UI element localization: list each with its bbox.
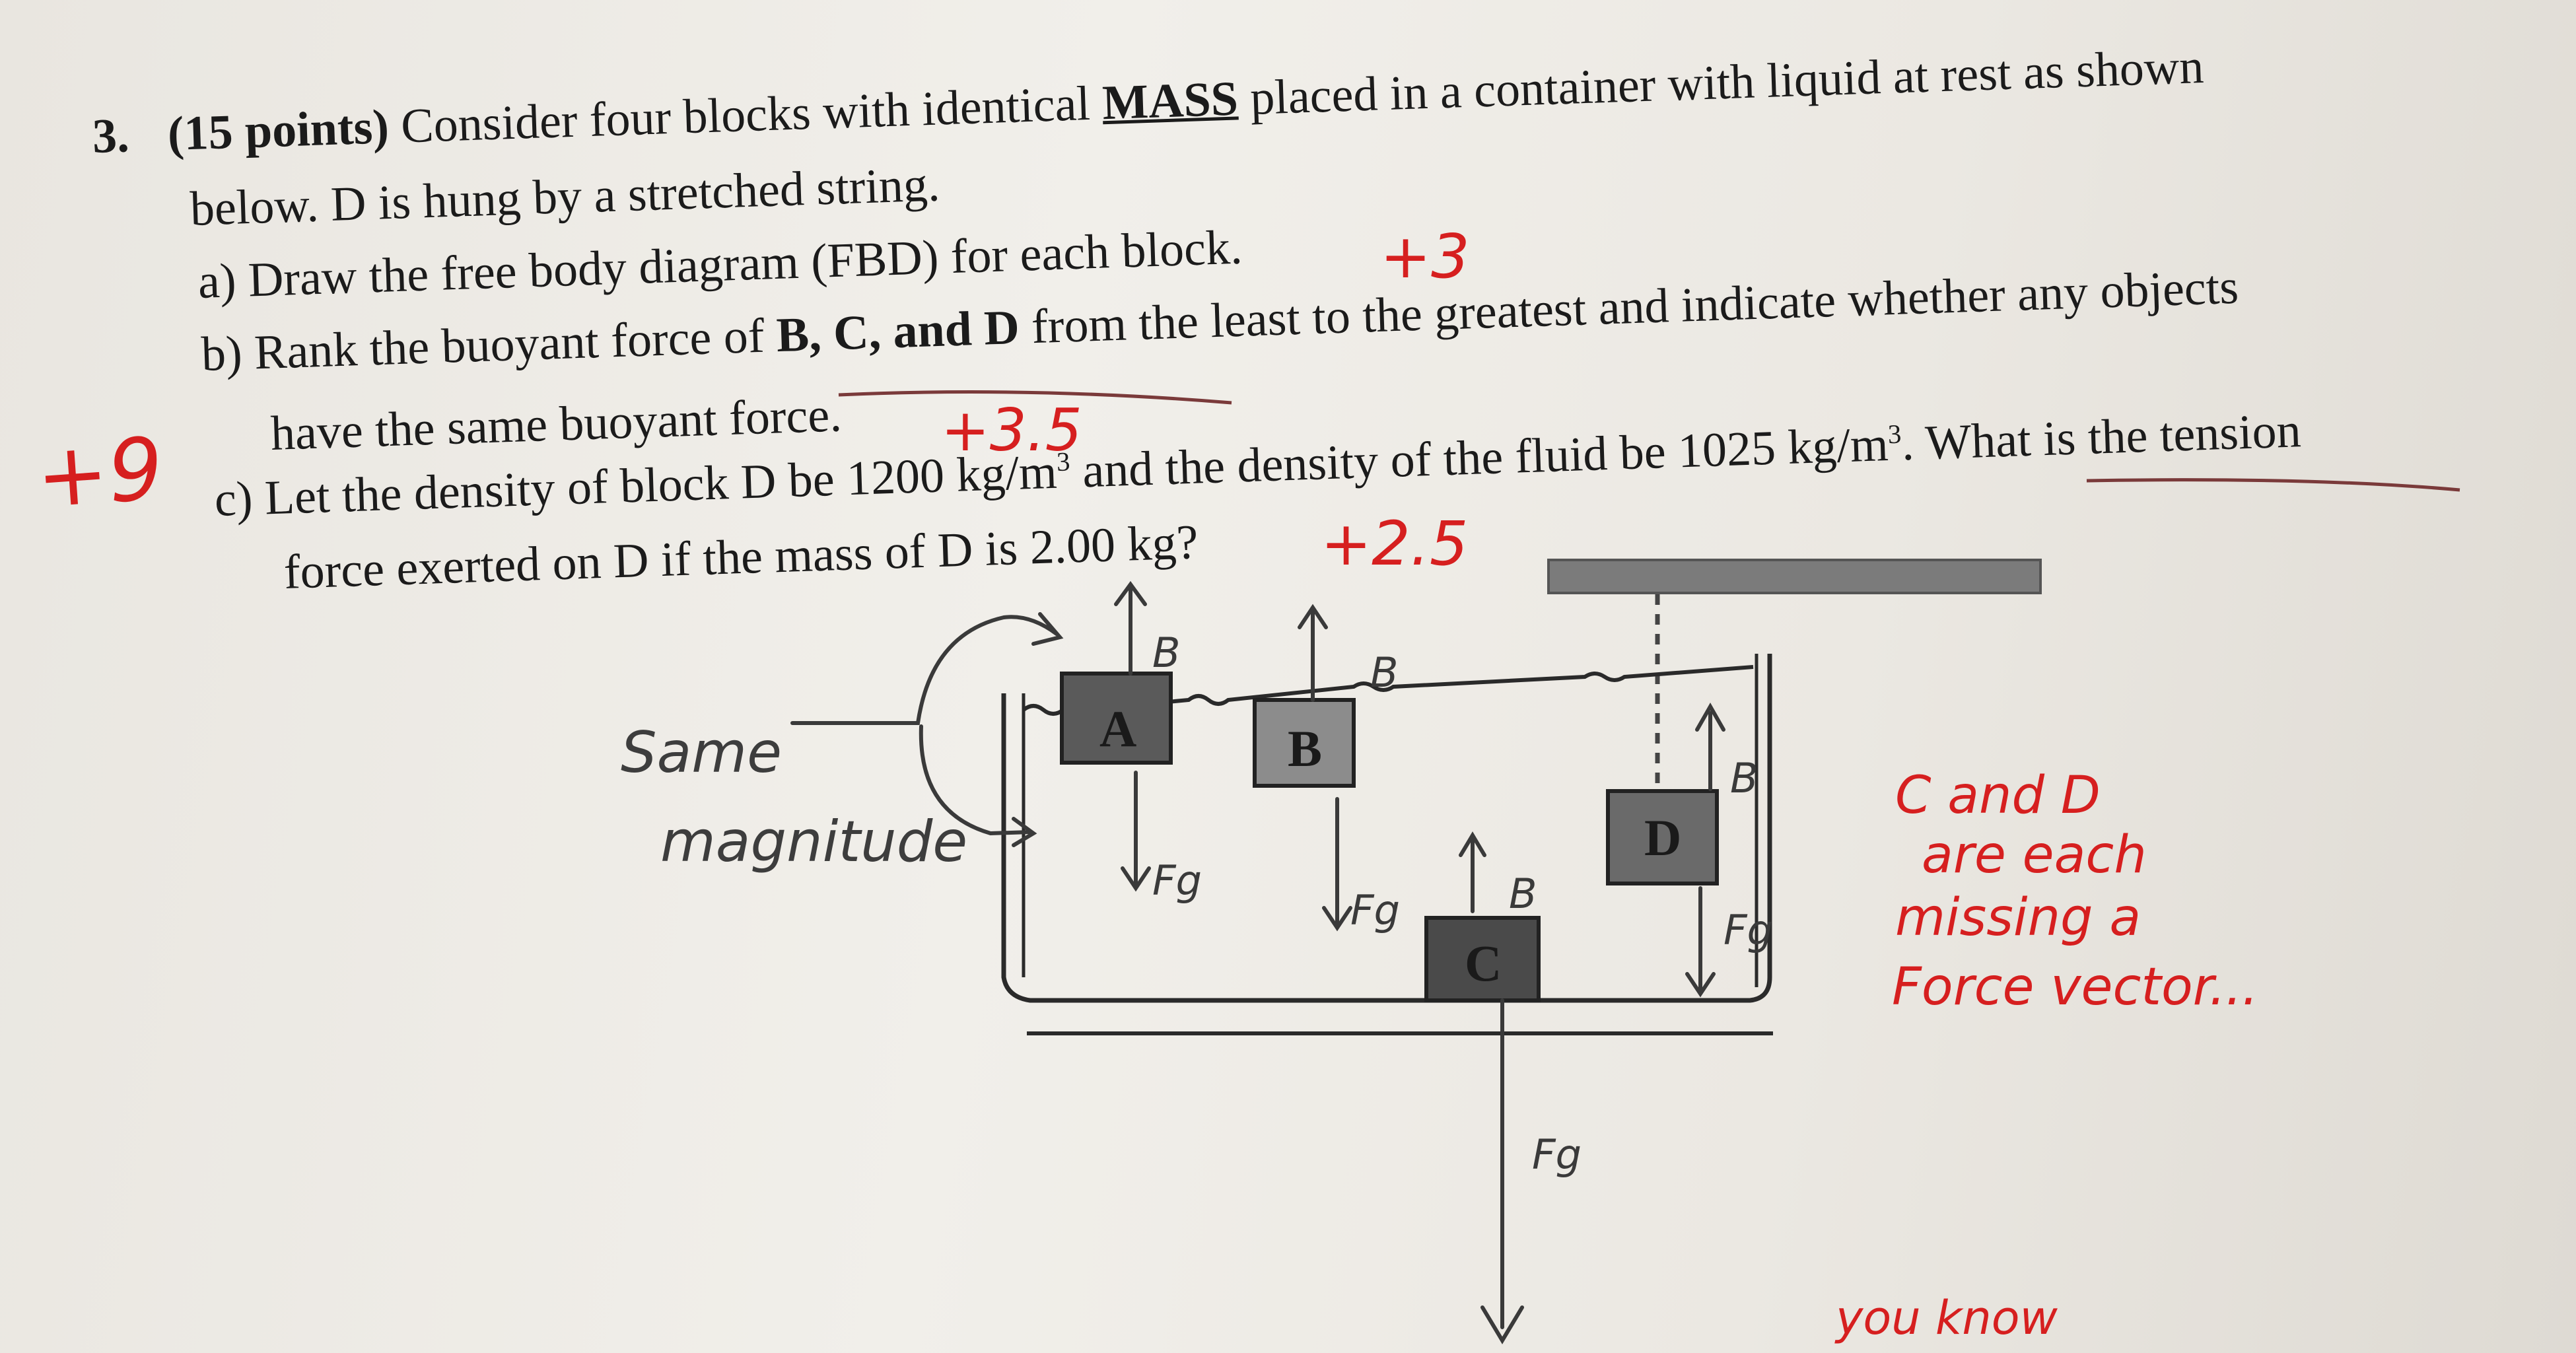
- block-d-gravity-arrow: [1685, 886, 1716, 998]
- block-c: [1424, 916, 1541, 1002]
- block-a-label: A: [1099, 700, 1136, 757]
- ceiling-support: [1547, 559, 2042, 594]
- score-part-c: +2.5: [1321, 508, 1469, 579]
- student-note-magnitude: magnitude: [660, 809, 968, 875]
- score-part-a: +3: [1380, 221, 1470, 292]
- block-c-buoyant-arrow: [1459, 831, 1486, 913]
- block-c-gravity-arrow: [1480, 998, 1524, 1344]
- grader-comment-line-4: Force vector...: [1892, 957, 2258, 1017]
- block-c-label: C: [1465, 934, 1502, 992]
- block-d: [1606, 789, 1719, 885]
- label-a-gravity: Fg: [1152, 856, 1202, 905]
- block-a: [1060, 672, 1173, 765]
- grader-bottom-note: you know: [1836, 1291, 2058, 1345]
- block-b-gravity-arrow: [1322, 797, 1352, 932]
- grader-comment-line-1: C and D: [1895, 766, 2101, 825]
- block-a-buoyant-arrow: [1114, 580, 1147, 676]
- block-b-buoyant-arrow: [1298, 604, 1328, 702]
- label-b-gravity: Fg: [1350, 886, 1400, 934]
- block-a-gravity-arrow: [1121, 771, 1151, 892]
- label-c-buoyant: B: [1509, 870, 1537, 918]
- student-note-same: Same: [621, 720, 782, 786]
- score-part-b: +3.5: [941, 396, 1082, 464]
- block-d-buoyant-arrow: [1695, 702, 1725, 791]
- block-b-label: B: [1288, 720, 1322, 777]
- label-a-buoyant: B: [1152, 629, 1181, 677]
- same-magnitude-bracket: [790, 612, 1064, 725]
- block-d-label: D: [1644, 809, 1681, 866]
- label-d-buoyant: B: [1730, 754, 1758, 802]
- block-b: [1253, 698, 1356, 788]
- grader-comment-line-3: missing a: [1895, 888, 2141, 948]
- container-outline: [1001, 654, 1772, 1003]
- label-d-gravity: Fg: [1723, 906, 1773, 954]
- grader-comment-line-2: are each: [1922, 825, 2147, 885]
- liquid-surface: [1022, 665, 1754, 716]
- label-c-gravity: Fg: [1532, 1130, 1582, 1179]
- label-b-buoyant: B: [1370, 648, 1399, 697]
